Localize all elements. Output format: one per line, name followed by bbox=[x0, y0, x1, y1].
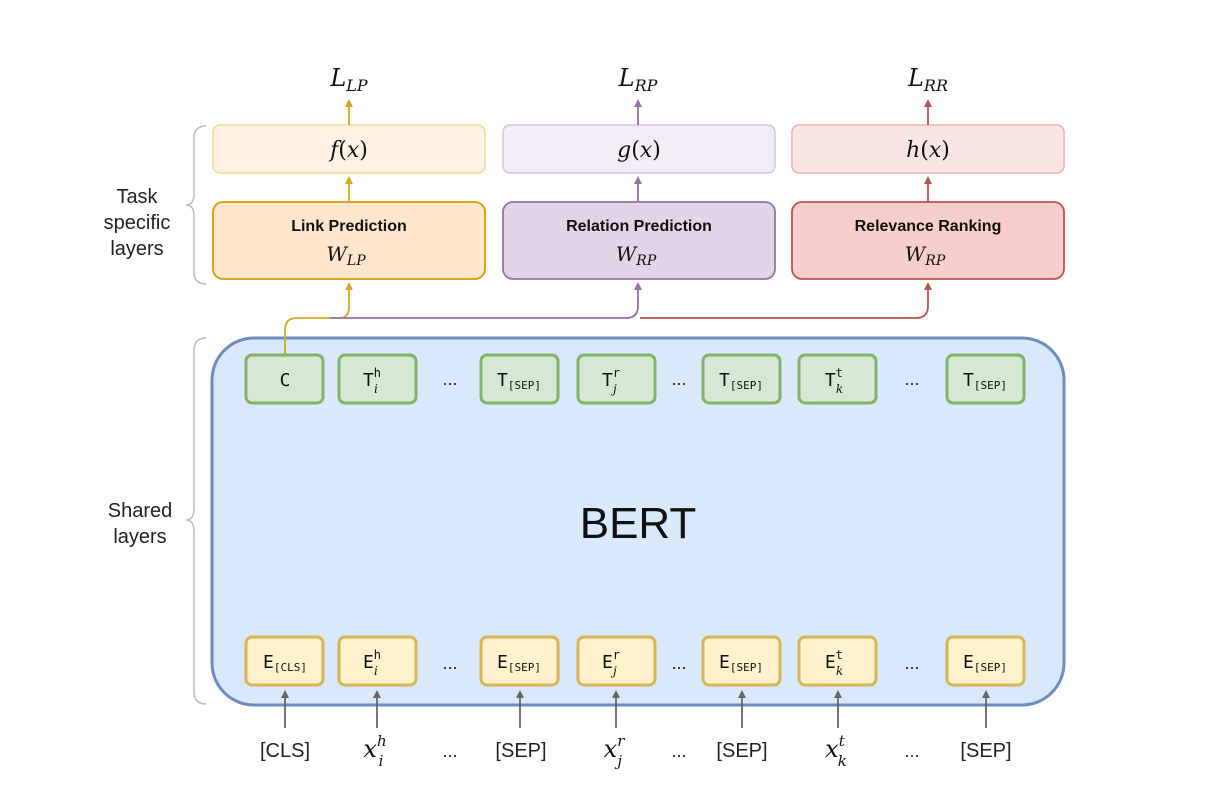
output-ellipsis: ... bbox=[671, 369, 686, 389]
embedding-token-cls bbox=[244, 635, 325, 687]
shared-label-line-1: Shared bbox=[108, 500, 173, 522]
route-c-to-link-prediction bbox=[284, 282, 353, 355]
input-ellipsis: ... bbox=[671, 741, 686, 761]
function-g-label: g(x) bbox=[617, 138, 661, 163]
embedding-token-e-sep-2 bbox=[701, 635, 782, 687]
output-ellipsis: ... bbox=[442, 369, 457, 389]
embedding-token-e-h-i bbox=[337, 635, 418, 687]
relation-prediction-head bbox=[502, 201, 776, 280]
embedding-token-e-sep-3 bbox=[945, 635, 1026, 687]
embedding-ellipsis: ... bbox=[671, 653, 686, 673]
output-token-t-t-k bbox=[797, 353, 878, 405]
bert-label: BERT bbox=[580, 499, 697, 548]
task-label-line-2: specific bbox=[104, 212, 171, 234]
output-token-label: C bbox=[280, 370, 291, 391]
relevance-ranking-title: Relevance Ranking bbox=[855, 218, 1002, 235]
loss-rr-label: LRR bbox=[907, 64, 948, 95]
output-token-c bbox=[244, 353, 325, 405]
embedding-ellipsis: ... bbox=[904, 653, 919, 673]
loss-rp-label: LRP bbox=[618, 64, 658, 95]
output-token-t-h-i bbox=[337, 353, 418, 405]
embedding-token-e-r-j bbox=[576, 635, 657, 687]
task-label-line-3: layers bbox=[110, 238, 163, 260]
input-token-sep: [SEP] bbox=[716, 740, 767, 762]
task-specific-layers-label: Task specific layers bbox=[104, 186, 171, 260]
output-token-label: T[SEP] bbox=[497, 370, 541, 392]
input-token-sep: [SEP] bbox=[495, 740, 546, 762]
input-token-cls: [CLS] bbox=[260, 740, 310, 762]
input-arrows bbox=[281, 690, 990, 728]
function-f-label: f(x) bbox=[328, 138, 368, 163]
embedding-token-e-sep-1 bbox=[479, 635, 560, 687]
output-token-label: T[SEP] bbox=[719, 370, 763, 392]
embedding-token-label: E[SEP] bbox=[719, 652, 763, 674]
embedding-ellipsis: ... bbox=[442, 653, 457, 673]
embedding-token-label: E[SEP] bbox=[497, 652, 541, 674]
output-token-t-sep-2 bbox=[701, 353, 782, 405]
link-prediction-weight: WLP bbox=[326, 242, 366, 269]
output-ellipsis: ... bbox=[904, 369, 919, 389]
function-box-g bbox=[502, 124, 776, 174]
input-token-sep: [SEP] bbox=[960, 740, 1011, 762]
route-c-to-relevance-ranking bbox=[640, 282, 932, 319]
task-label-line-1: Task bbox=[116, 186, 158, 208]
output-token-t-sep-3 bbox=[945, 353, 1026, 405]
embedding-token-label: E[SEP] bbox=[963, 652, 1007, 674]
route-c-to-relation-prediction bbox=[330, 282, 642, 319]
output-token-t-r-j bbox=[576, 353, 657, 405]
function-h-label: h(x) bbox=[906, 138, 950, 163]
shared-label-line-2: layers bbox=[113, 526, 166, 548]
output-token-label: T[SEP] bbox=[963, 370, 1007, 392]
task-layers-brace bbox=[185, 125, 207, 285]
relation-prediction-title: Relation Prediction bbox=[566, 218, 712, 235]
input-ellipsis: ... bbox=[904, 741, 919, 761]
embedding-token-e-t-k bbox=[797, 635, 878, 687]
embedding-token-label: E[CLS] bbox=[263, 652, 307, 674]
shared-layers-brace bbox=[185, 337, 207, 705]
relation-prediction-weight: WRP bbox=[616, 242, 657, 269]
relevance-ranking-weight: WRP bbox=[905, 242, 946, 269]
output-token-t-sep-1 bbox=[479, 353, 560, 405]
link-prediction-title: Link Prediction bbox=[291, 218, 407, 235]
shared-layers-label: Shared layers bbox=[108, 500, 173, 548]
loss-lp-label: LLP bbox=[329, 64, 368, 95]
input-ellipsis: ... bbox=[442, 741, 457, 761]
bert-encoder-box bbox=[210, 336, 1066, 707]
